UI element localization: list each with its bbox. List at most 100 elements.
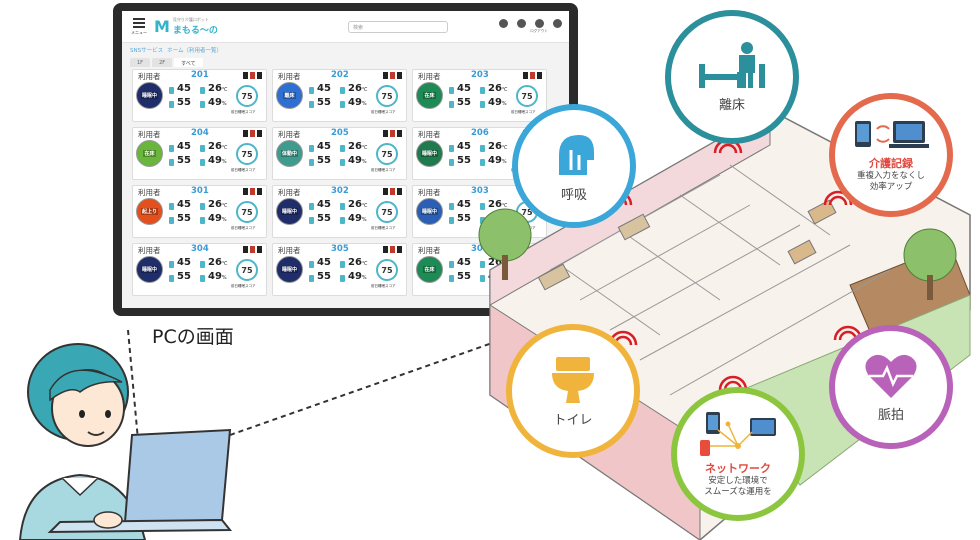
respiration-icon <box>449 275 454 282</box>
respiration-value: 55 <box>177 271 191 282</box>
respiration-value: 55 <box>457 155 471 166</box>
heart-rate-value: 45 <box>457 199 471 210</box>
logout-button[interactable]: ログアウト <box>530 19 548 34</box>
resident-card[interactable]: 利用者 202 離床 45 26℃ 55 49% 75 前日睡眠スコア <box>272 69 407 122</box>
status-text: 在床 <box>423 92 436 99</box>
alert-icon <box>390 130 395 137</box>
humidity-number: 49 <box>208 213 222 224</box>
resident-card[interactable]: 利用者 301 起上り 45 26℃ 55 49% 75 前日睡眠スコア <box>132 185 267 238</box>
person-smile <box>87 431 105 436</box>
status-badge: 睡眠中 <box>416 198 443 225</box>
resident-card[interactable]: 利用者 302 睡眠中 45 26℃ 55 49% 75 前日睡眠スコア <box>272 185 407 238</box>
settings-icon-button[interactable] <box>497 19 509 34</box>
humidity-unit: % <box>361 101 367 107</box>
heart-rate-icon <box>309 87 314 94</box>
tab-all[interactable]: すべて <box>174 58 203 67</box>
app-logo[interactable]: M 見守り介護ロボット まもる〜の <box>154 17 218 36</box>
logo-subtitle: 見守り介護ロボット <box>172 17 209 22</box>
breadcrumb-item[interactable]: SNSサービス <box>130 48 164 54</box>
heart-rate-value: 45 <box>317 141 331 152</box>
tree-trunk <box>927 275 933 300</box>
temperature-value: 26℃ <box>488 199 508 210</box>
humidity-unit: % <box>501 101 507 107</box>
heart-rate-value: 45 <box>457 141 471 152</box>
heart-rate-value: 45 <box>457 257 471 268</box>
respiration-value: 55 <box>457 97 471 108</box>
devices-icon <box>855 120 929 148</box>
tree-trunk <box>502 255 508 280</box>
breadcrumb-item-current: ホーム（利用者一覧） <box>167 48 222 54</box>
heart-rate-icon <box>449 261 454 268</box>
menu-button[interactable]: メニュー <box>128 17 150 36</box>
temperature-value: 26℃ <box>348 83 368 94</box>
search-input[interactable]: 検索 <box>347 20 448 33</box>
temperature-unit: ℃ <box>221 145 228 151</box>
status-text: 在床 <box>423 266 436 273</box>
humidity-icon <box>340 275 345 282</box>
alert-icon <box>390 188 395 195</box>
humidity-number: 49 <box>488 155 502 166</box>
resident-card[interactable]: 利用者 304 睡眠中 45 26℃ 55 49% 75 前日睡眠スコア <box>132 243 267 296</box>
humidity-unit: % <box>221 101 227 107</box>
respiration-value: 55 <box>317 271 331 282</box>
humidity-icon <box>200 217 205 224</box>
sleep-score-label: 前日睡眠スコア <box>371 226 396 230</box>
room-number: 201 <box>191 70 209 80</box>
person-collar <box>61 477 99 497</box>
humidity-value: 49% <box>348 213 367 224</box>
resident-card[interactable]: 利用者 201 睡眠中 45 26℃ 55 49% 75 前日睡眠スコア <box>132 69 267 122</box>
room-number: 303 <box>471 186 489 196</box>
respiration-icon <box>449 217 454 224</box>
feature-desc: 効率アップ <box>869 182 913 192</box>
feature-breath: 呼吸 <box>512 104 636 228</box>
temperature-number: 26 <box>488 199 502 210</box>
humidity-icon <box>480 217 485 224</box>
heart-rate-value: 45 <box>177 141 191 152</box>
device-status-icons <box>383 246 402 253</box>
hamburger-bar <box>133 26 145 28</box>
user-icon-button[interactable] <box>551 19 563 34</box>
resident-label: 利用者 <box>418 246 441 255</box>
sleep-score-label: 前日睡眠スコア <box>371 110 396 114</box>
status-badge: 在床 <box>416 82 443 109</box>
tab-1f[interactable]: 1F <box>130 58 151 67</box>
humidity-icon <box>340 101 345 108</box>
temperature-value: 26℃ <box>488 83 508 94</box>
humidity-value: 49% <box>348 155 367 166</box>
humidity-number: 49 <box>348 97 362 108</box>
resident-card[interactable]: 利用者 203 在床 45 26℃ 55 49% 75 前日睡眠スコア <box>412 69 547 122</box>
header-icons: ログアウト <box>497 19 563 34</box>
resident-card[interactable]: 利用者 204 在床 45 26℃ 55 49% 75 前日睡眠スコア <box>132 127 267 180</box>
device-status-icons <box>243 246 262 253</box>
respiration-value: 55 <box>317 213 331 224</box>
sleep-score: 75 <box>376 143 398 165</box>
resident-card[interactable]: 利用者 205 体動中 45 26℃ 55 49% 75 前日睡眠スコア <box>272 127 407 180</box>
respiration-value: 55 <box>317 155 331 166</box>
device-status-icons <box>523 72 542 79</box>
menu-label: メニュー <box>131 30 147 35</box>
room-number: 304 <box>191 244 209 254</box>
temperature-value: 26℃ <box>208 199 228 210</box>
sleep-score-label: 前日睡眠スコア <box>231 284 256 288</box>
table <box>807 199 837 225</box>
temperature-number: 26 <box>208 257 222 268</box>
sleep-score: 75 <box>236 201 258 223</box>
status-badge: 睡眠中 <box>136 256 163 283</box>
wifi-icon <box>397 246 402 253</box>
sleep-score-label: 前日睡眠スコア <box>371 284 396 288</box>
status-badge: 起上り <box>136 198 163 225</box>
respiration-icon <box>449 159 454 166</box>
humidity-icon <box>200 159 205 166</box>
tab-2f[interactable]: 2F <box>152 58 173 67</box>
heart-rate-icon <box>309 261 314 268</box>
temperature-number: 26 <box>348 141 362 152</box>
logout-icon <box>534 19 544 28</box>
laptop-base <box>47 518 233 534</box>
temperature-unit: ℃ <box>221 87 228 93</box>
location-icon-button[interactable] <box>515 19 527 34</box>
alert-icon <box>390 72 395 79</box>
status-text: 睡眠中 <box>280 208 298 215</box>
resident-card[interactable]: 利用者 305 睡眠中 45 26℃ 55 49% 75 前日睡眠スコア <box>272 243 407 296</box>
heart-pulse-icon <box>865 354 917 398</box>
humidity-value: 49% <box>208 155 227 166</box>
